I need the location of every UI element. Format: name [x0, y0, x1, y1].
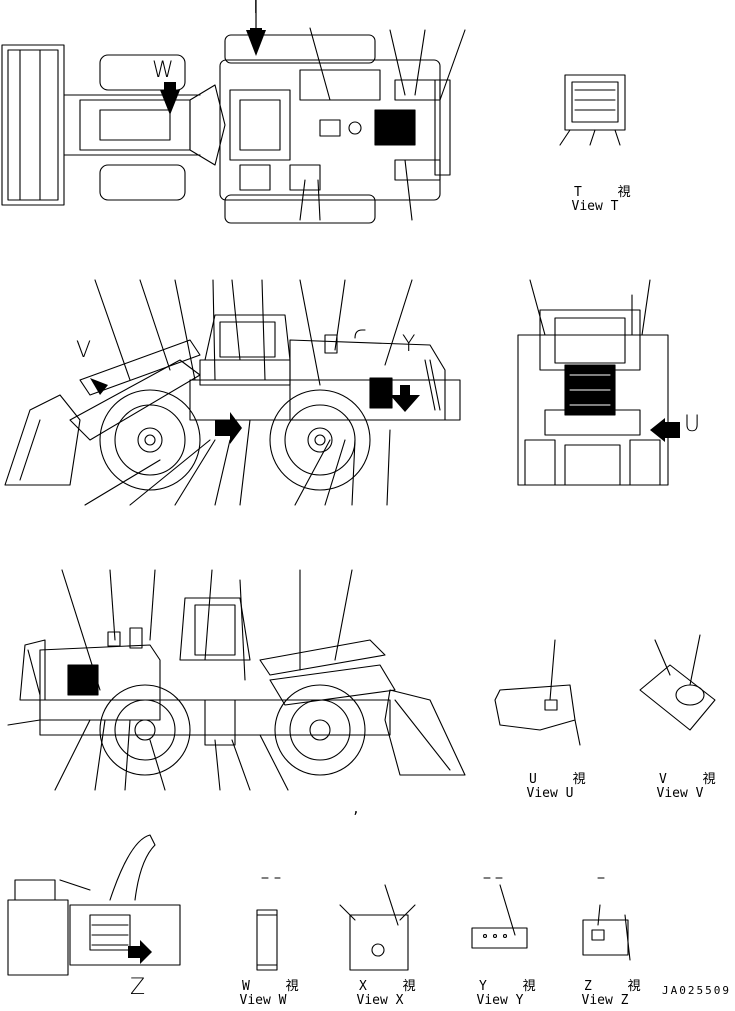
view-x-label: X 視 View X — [345, 979, 430, 1008]
view-w-drawing — [256, 877, 281, 971]
rear-view-drawing — [517, 279, 680, 486]
marker-z: Z — [130, 975, 146, 1000]
view-u-en: View U — [526, 786, 574, 801]
marker-u: U — [684, 412, 701, 437]
view-y-drawing — [471, 877, 528, 949]
view-w-en: View W — [239, 993, 287, 1008]
view-y-jp: Y 視 — [479, 979, 550, 994]
view-t-label: T 視 View T — [560, 185, 645, 214]
view-z-label: Z 視 View Z — [570, 979, 655, 1008]
view-v-drawing — [639, 634, 716, 731]
view-w-jp: W 視 — [242, 979, 313, 994]
view-x-drawing — [339, 884, 416, 971]
cab-interior-drawing — [7, 834, 181, 976]
view-z-drawing — [582, 877, 631, 961]
left-side-view-drawing — [4, 279, 461, 506]
view-x-jp: X 視 — [359, 979, 430, 994]
view-y-en: View Y — [476, 993, 524, 1008]
view-v-en: View V — [656, 786, 704, 801]
view-w-label: W 視 View W — [228, 979, 313, 1008]
document-id: JA025509 — [662, 984, 731, 997]
view-v-jp: V 視 — [659, 772, 730, 787]
view-t-en: View T — [571, 199, 619, 214]
view-u-drawing — [494, 639, 581, 746]
view-v-label: V 視 View V — [645, 772, 730, 801]
view-t-jp: T 視 — [574, 185, 645, 200]
view-z-en: View Z — [581, 993, 629, 1008]
view-y-label: Y 視 View Y — [465, 979, 550, 1008]
marker-t: T — [249, 0, 263, 19]
view-z-jp: Z 視 — [584, 979, 655, 994]
view-t-drawing — [559, 74, 626, 146]
view-u-jp: U 視 — [529, 772, 600, 787]
right-side-view-drawing — [7, 569, 466, 791]
marker-v: V — [76, 338, 92, 363]
view-u-label: U 視 View U — [515, 772, 600, 801]
stray-mark: , — [352, 802, 360, 817]
marker-w: W — [152, 58, 174, 83]
view-x-en: View X — [356, 993, 404, 1008]
top-view-drawing — [1, 0, 466, 224]
marker-y: Y — [402, 332, 416, 357]
